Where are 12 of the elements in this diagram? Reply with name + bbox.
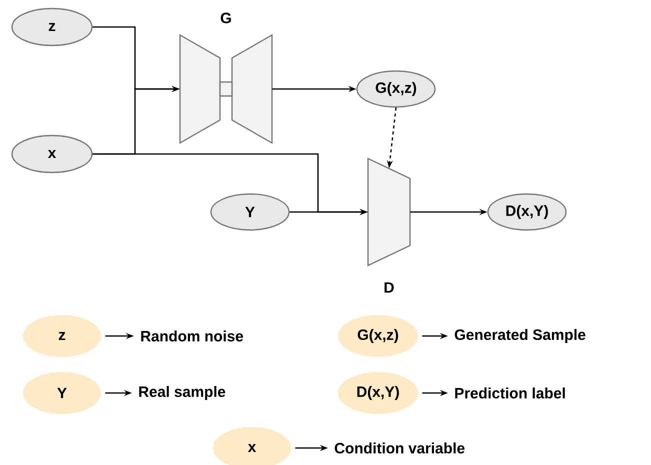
legend-text: Random noise [141, 330, 244, 342]
legend-text: Generated Sample [454, 329, 586, 343]
legend-text: Condition variable [334, 442, 465, 454]
legend-text: Real sample [139, 386, 226, 400]
ellipse-node: z [11, 8, 93, 46]
ellipse-node: G(x,z) [356, 70, 436, 108]
ellipse-node: x [11, 134, 93, 174]
node-label: G [220, 12, 231, 24]
ellipse-node: Y [210, 193, 290, 231]
ellipse-node: D(x,Y) [487, 193, 567, 231]
legend-text: Prediction label [455, 387, 565, 398]
node-label: D [384, 282, 394, 293]
